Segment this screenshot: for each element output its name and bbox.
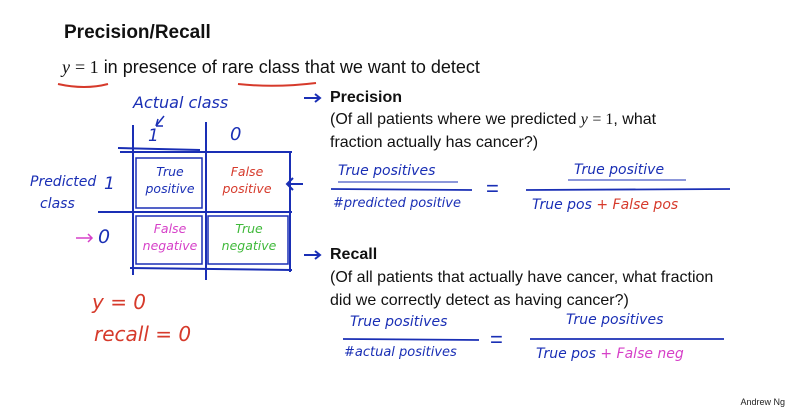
true-positive-box	[135, 157, 203, 209]
cell-tn-line2: negative	[221, 238, 277, 253]
precision-description: (Of all patients where we predicted y = …	[330, 108, 656, 154]
recall-frac1-bar	[342, 338, 480, 341]
slide-title: Precision/Recall	[64, 22, 211, 43]
note-recall-equals-0: recall = 0	[94, 322, 192, 346]
recall-frac1-denominator: #actual positives	[344, 345, 457, 360]
column-label-0: 0	[230, 124, 242, 145]
true-negative-box	[207, 215, 289, 265]
false-negative-box	[135, 215, 203, 265]
precision-frac2-denominator: True pos + False pos	[532, 197, 678, 213]
cell-tp-line2: positive	[145, 181, 195, 196]
predicted-class-label-line1: Predicted	[30, 174, 97, 190]
author-credit: Andrew Ng	[740, 397, 785, 407]
cell-true-positive: True positive	[138, 163, 202, 197]
subtitle-variable: y	[62, 57, 70, 77]
cell-false-negative: False negative	[138, 220, 202, 254]
column-label-1: 1	[148, 126, 159, 146]
cell-tn-line1: True	[235, 221, 263, 236]
slide-subtitle: y = 1 in presence of rare class that we …	[62, 57, 480, 78]
recall-description: (Of all patients that actually have canc…	[330, 266, 713, 312]
row-label-0: 0	[98, 226, 111, 248]
precision-frac2-den-false-pos: False pos	[612, 197, 679, 213]
cell-fn-line1: False	[153, 221, 187, 236]
subtitle-text-before: in presence of	[103, 57, 217, 77]
precision-desc-text-a: (Of all patients where we predicted	[330, 111, 577, 128]
recall-frac2-den-plus: +	[600, 346, 613, 362]
recall-frac2-den-true-pos: True pos	[536, 346, 596, 362]
precision-frac2-bar	[525, 188, 731, 191]
cell-true-negative: True negative	[210, 220, 288, 254]
recall-frac2-denominator: True pos + False neg	[536, 346, 684, 362]
precision-heading-arrow	[304, 93, 322, 103]
note-y-equals-0: y = 0	[92, 290, 147, 314]
subtitle-text-after: that we want to detect	[304, 57, 480, 77]
y-underline	[57, 83, 109, 88]
precision-frac1-denominator: #predicted positive	[333, 196, 461, 211]
actual-arrow	[155, 115, 165, 127]
precision-heading: Precision	[330, 89, 403, 106]
recall-frac1-numerator: True positives	[350, 314, 448, 330]
row-label-1: 1	[104, 174, 115, 194]
recall-desc-line1: (Of all patients that actually have canc…	[330, 269, 714, 286]
predicted-class-label-line2: class	[40, 196, 75, 212]
precision-frac1-bar	[330, 188, 473, 191]
precision-desc-line1: (Of all patients where we predicted y = …	[330, 108, 656, 131]
recall-frac2-numerator: True positives	[566, 312, 664, 328]
confusion-matrix-grid	[98, 122, 293, 280]
subtitle-rare-class: rare class	[221, 57, 300, 77]
recall-heading: Recall	[330, 246, 378, 263]
cell-tp-line1: True	[156, 164, 184, 179]
precision-desc-line2: fraction actually has cancer?)	[330, 134, 539, 151]
precision-frac2-numerator: True positive	[574, 162, 665, 178]
cell-false-positive: False positive	[208, 163, 286, 197]
recall-frac2-den-false-neg: False neg	[616, 346, 684, 362]
precision-arrow	[285, 177, 303, 191]
cell-fp-line2: positive	[222, 181, 272, 196]
recall-heading-arrow	[304, 250, 322, 260]
recall-equals-sign: =	[490, 327, 503, 352]
subtitle-equals: = 1	[75, 57, 99, 77]
precision-desc-var: y	[580, 111, 588, 128]
precision-desc-eq: = 1	[592, 111, 614, 128]
precision-frac2-den-true-pos: True pos	[532, 197, 592, 213]
precision-frac1-numerator: True positives	[338, 163, 436, 179]
precision-equals-sign: =	[486, 176, 499, 201]
actual-class-label: Actual class	[133, 93, 229, 112]
recall-desc-line2: did we correctly detect as having cancer…	[330, 292, 629, 309]
row-zero-arrow	[76, 233, 94, 243]
cell-fp-line1: False	[230, 164, 264, 179]
precision-frac2-den-plus: +	[596, 197, 609, 213]
precision-desc-text-b: , what	[613, 111, 657, 128]
rare-class-underline	[237, 82, 317, 87]
cell-fn-line2: negative	[142, 238, 198, 253]
